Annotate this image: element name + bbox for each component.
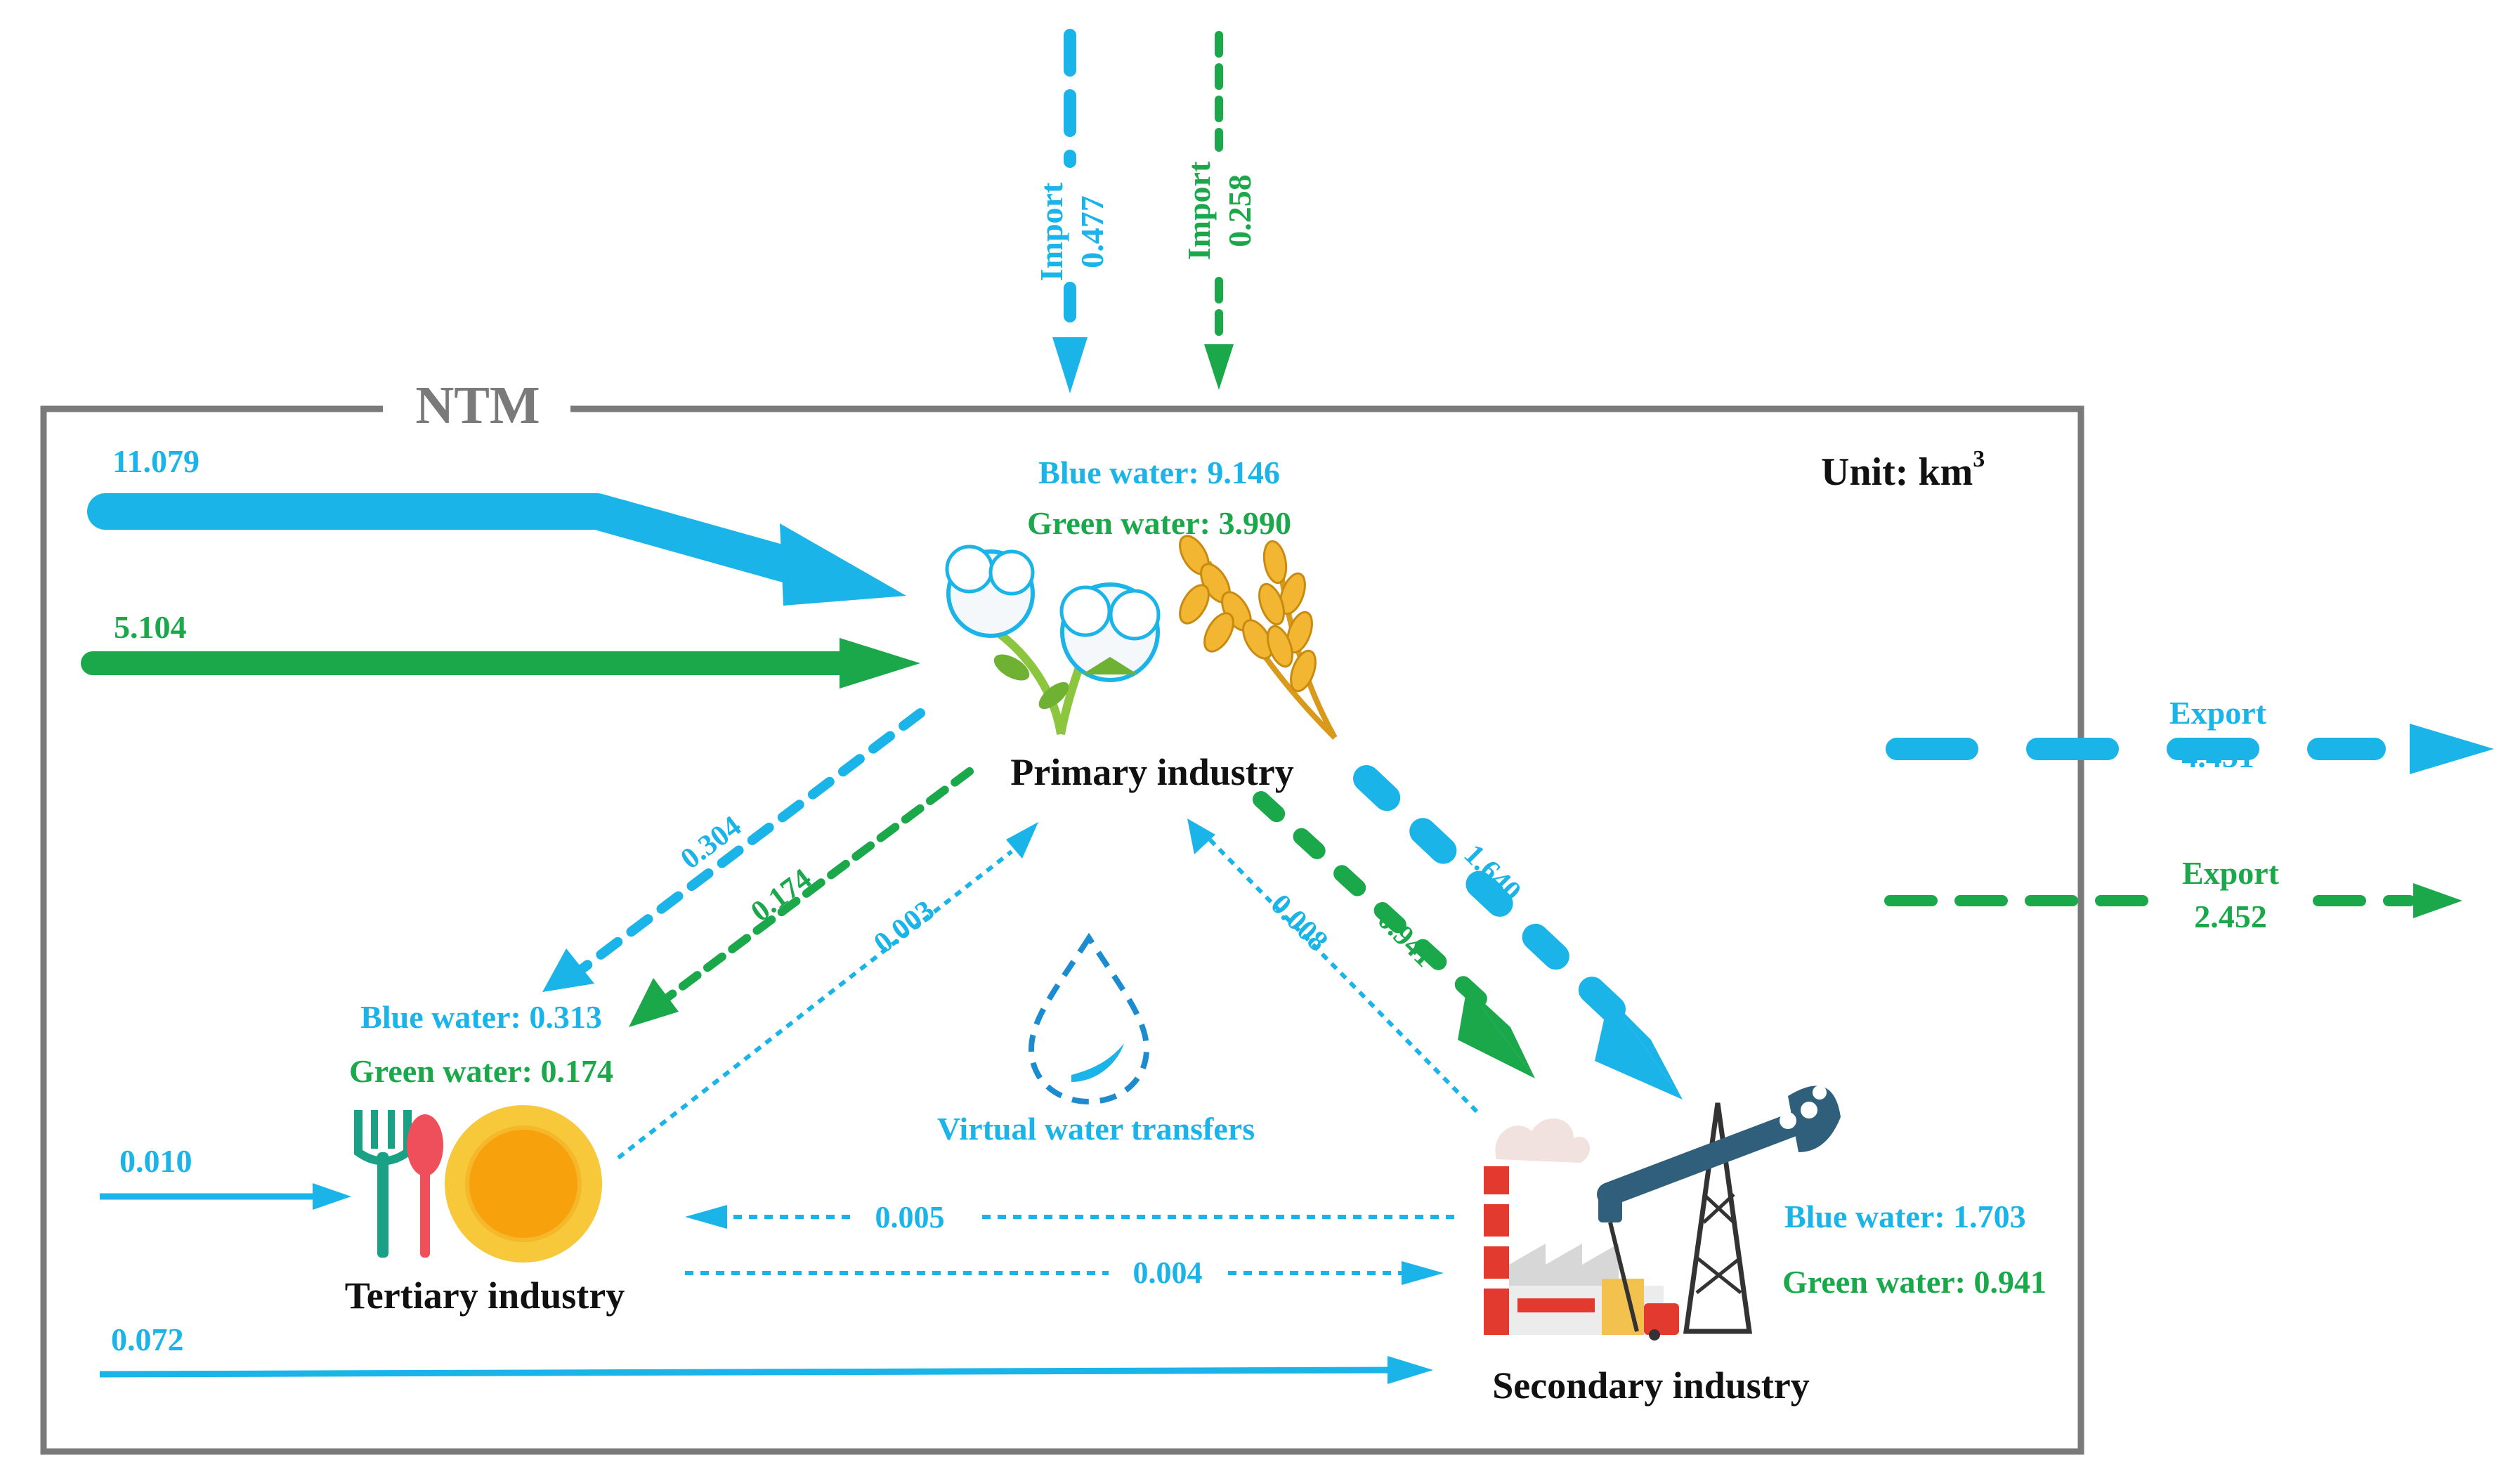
inflow-primary-blue-arrow [87, 493, 906, 606]
inflow-secondary-blue-arrow [99, 1356, 1433, 1384]
transfer-secondary-to-primary-blue [1187, 818, 1479, 1114]
transfer-tertiary-to-primary-blue [617, 822, 1038, 1160]
secondary-industry-label: Secondary industry [1492, 1364, 1810, 1407]
inflow-primary-blue-value: 11.079 [112, 443, 200, 479]
oil-pump-icon [1597, 1085, 1841, 1334]
tertiary-green-water: Green water: 0.174 [349, 1053, 613, 1089]
import-blue-label: Import [1033, 182, 1069, 281]
export-blue-value: 4.451 [2181, 738, 2254, 774]
secondary-blue-water: Blue water: 1.703 [1784, 1199, 2026, 1234]
water-drop-icon [1028, 932, 1150, 1105]
import-blue-arrow [1052, 29, 1088, 393]
transfer-primary-to-tertiary-green [629, 767, 974, 1027]
virtual-water-label: Virtual water transfers [937, 1111, 1255, 1147]
factory-icon [1484, 1118, 1679, 1341]
inflow-tertiary-blue-value: 0.010 [119, 1143, 192, 1179]
tertiary-industry-label: Tertiary industry [345, 1274, 625, 1317]
export-green-value: 2.452 [2194, 899, 2267, 934]
inflow-tertiary-blue-arrow [100, 1183, 351, 1210]
export-green-label: Export [2182, 855, 2280, 891]
transfer-tertiary-to-secondary-blue [685, 1261, 1444, 1285]
import-blue-value: 0.477 [1074, 195, 1110, 268]
transfer-primary-to-tertiary-green-value: 0.174 [745, 863, 818, 929]
inflow-secondary-blue-value: 0.072 [111, 1322, 184, 1357]
transfer-primary-to-tertiary-blue-value: 0.304 [675, 810, 747, 876]
ntm-frame: NTM [40, 376, 2084, 1455]
inflow-primary-green-value: 5.104 [114, 609, 187, 645]
inflow-primary-green-arrow [81, 638, 920, 689]
frame-title: NTM [415, 376, 540, 435]
transfer-secondary-to-tertiary-blue [685, 1205, 1454, 1229]
secondary-green-water: Green water: 0.941 [1782, 1264, 2046, 1300]
export-blue-arrow [1886, 724, 2494, 774]
transfer-tertiary-to-primary-blue-value: 0.003 [868, 894, 941, 960]
import-green-arrow [1204, 31, 1234, 390]
unit-label: Unit: km3 [1821, 446, 1985, 494]
primary-blue-water: Blue water: 9.146 [1038, 455, 1280, 490]
export-blue-label: Export [2169, 695, 2267, 731]
primary-green-water: Green water: 3.990 [1027, 505, 1291, 541]
export-green-arrow [1884, 883, 2462, 918]
transfer-primary-to-secondary-green [1253, 791, 1535, 1078]
cotton-icon [945, 544, 1161, 736]
tertiary-blue-water: Blue water: 0.313 [360, 999, 602, 1035]
import-green-label: Import [1181, 161, 1217, 260]
transfer-secondary-to-primary-blue-value: 0.008 [1265, 888, 1334, 958]
transfer-primary-to-secondary-blue [1353, 765, 1683, 1100]
cutlery-plate-icon [354, 1105, 602, 1263]
transfer-secondary-to-tertiary-blue-value: 0.005 [875, 1200, 945, 1234]
transfer-primary-to-tertiary-blue [542, 708, 925, 992]
wheat-icon [1179, 535, 1338, 740]
transfer-tertiary-to-secondary-blue-value: 0.004 [1133, 1255, 1203, 1290]
import-green-value: 0.258 [1222, 174, 1258, 247]
primary-industry-label: Primary industry [1010, 751, 1293, 793]
